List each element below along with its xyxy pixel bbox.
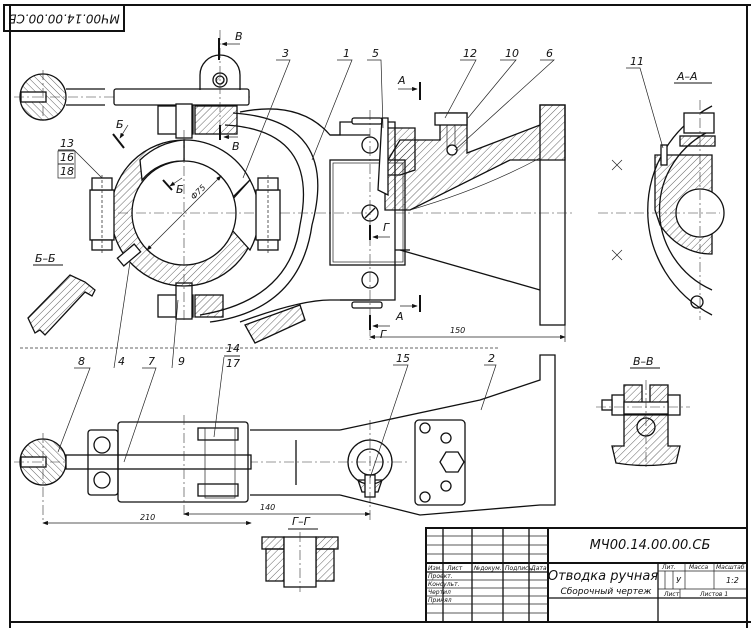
- row-konsult: Консульт.: [428, 581, 460, 588]
- row-prinyal: Принял: [428, 597, 452, 604]
- section-mark-b-outer: Б: [116, 118, 124, 131]
- section-mark-v-bracket: В: [232, 140, 240, 153]
- dimension-150: 150: [450, 326, 465, 335]
- plan-view: 210 140: [14, 354, 556, 526]
- col-list: Лист: [446, 565, 463, 572]
- section-title-aa: А–А: [676, 70, 698, 83]
- col-data: Дата: [530, 565, 547, 572]
- part-number-11: 11: [630, 55, 644, 68]
- list-label: Лист: [663, 591, 680, 598]
- section-title-bb: Б–Б: [35, 252, 56, 265]
- row-chertil: Чертил: [428, 589, 451, 596]
- section-a-a: А–А: [598, 70, 725, 320]
- dimension-210: 210: [140, 513, 155, 522]
- rotated-designation-box: МЧ00.14.00.00.СБ: [3, 4, 125, 32]
- main-view: В Ф75: [14, 30, 575, 349]
- part-leaders: 1 3 5 12 10 6 11 13 16 18 8 4 7: [57, 47, 664, 479]
- part-number-17: 17: [226, 357, 240, 370]
- section-g-g: Г–Г: [261, 515, 339, 592]
- part-number-2: 2: [488, 352, 495, 365]
- part-number-10: 10: [505, 47, 519, 60]
- part-number-16: 16: [60, 151, 74, 164]
- section-mark-v-top: В: [235, 30, 243, 43]
- part-number-7: 7: [148, 355, 155, 368]
- title-doc-type: Сборочный чертеж: [560, 587, 652, 597]
- col-podpis: Подпись: [505, 565, 532, 572]
- handle-ball-top: [14, 70, 250, 124]
- listov-label: Листов 1: [699, 591, 728, 598]
- col-izm: Изм.: [428, 565, 442, 572]
- title-name: Отводка ручная: [548, 569, 658, 584]
- section-mark-b-inner: Б: [176, 183, 184, 196]
- section-v-v: В–В: [596, 355, 690, 470]
- part-number-5: 5: [372, 47, 379, 60]
- section-title-vv: В–В: [633, 355, 654, 368]
- part-number-8: 8: [78, 355, 85, 368]
- part-number-12: 12: [463, 47, 477, 60]
- rotated-designation: МЧ00.14.00.00.СБ: [8, 12, 120, 26]
- col-ndokum: №докум.: [473, 565, 502, 572]
- massa-label: Масса: [689, 564, 708, 571]
- lit-label: Лит.: [661, 564, 676, 571]
- dimension-140: 140: [260, 503, 275, 512]
- row-proekt: Проект.: [428, 573, 453, 580]
- section-mark-a-bottom: А: [395, 310, 404, 323]
- part-number-3: 3: [282, 47, 289, 60]
- part-number-9: 9: [178, 355, 185, 368]
- masshtab-label: Масштаб: [716, 564, 745, 571]
- title-block: МЧ00.14.00.00.СБ Отводка ручная Сборочны…: [425, 527, 748, 623]
- part-number-1: 1: [343, 47, 350, 60]
- part-number-14: 14: [226, 342, 240, 355]
- part-number-18: 18: [60, 165, 74, 178]
- part-number-15: 15: [396, 352, 410, 365]
- title-designation: МЧ00.14.00.00.СБ: [590, 538, 711, 553]
- lit-value: У: [676, 576, 682, 585]
- part-number-13: 13: [60, 137, 74, 150]
- section-title-gg: Г–Г: [292, 515, 311, 528]
- masshtab-value: 1:2: [726, 576, 739, 585]
- section-mark-a-top: А: [397, 74, 406, 87]
- section-mark-g-top: Г: [383, 221, 390, 234]
- part-number-4: 4: [118, 355, 125, 368]
- part-number-6: 6: [546, 47, 553, 60]
- section-mark-g-bottom: Г: [380, 328, 387, 341]
